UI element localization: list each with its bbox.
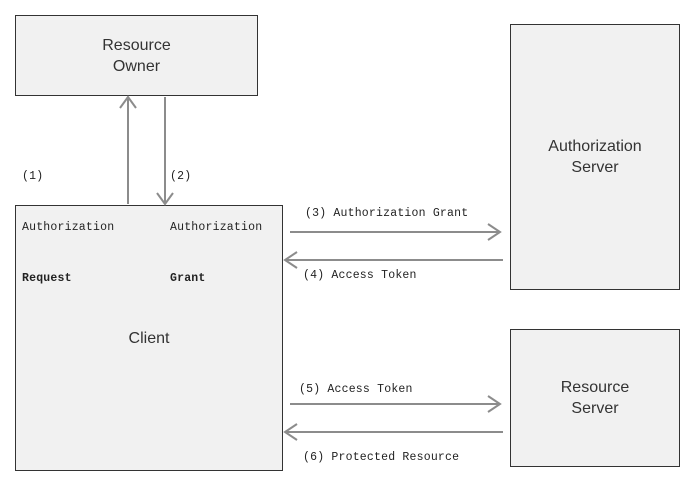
resource-owner-label-line1: Resource [102,36,171,54]
resource-owner-label-line2: Owner [112,57,161,75]
step2-line2: Grant [170,272,206,285]
step2-label: (2) Authorization Grant [170,134,262,304]
arrow-step4-head [283,251,298,269]
step1-label: (1) Authorization Request [22,134,114,304]
step6-label: (6) Protected Resource [303,451,460,464]
step2-line1: Authorization [170,221,263,234]
step1-number: (1) [22,170,44,183]
authorization-server-node: Authorization Server [510,24,680,290]
arrow-step6-head [283,423,298,441]
resource-server-label-line2: Server [571,400,619,417]
step5-label: (5) Access Token [299,383,413,396]
resource-server-label-line1: Resource [560,379,630,396]
step3-label: (3) Authorization Grant [305,207,469,220]
client-label: Client [128,329,170,347]
arrow-step3-head [487,223,502,241]
resource-owner-node: Resource Owner [15,15,258,96]
arrow-authorization-request-head [119,95,137,109]
authorization-server-label-line1: Authorization [548,138,642,155]
arrow-authorization-grant-head [156,192,174,206]
step1-line1: Authorization [22,221,115,234]
step4-label: (4) Access Token [303,269,417,282]
resource-server-node: Resource Server [510,329,680,467]
authorization-server-label-line2: Server [571,159,619,176]
step1-line2: Request [22,272,72,285]
arrow-step5-head [487,395,502,413]
step2-number: (2) [170,170,192,183]
client-node: Client [15,205,283,471]
